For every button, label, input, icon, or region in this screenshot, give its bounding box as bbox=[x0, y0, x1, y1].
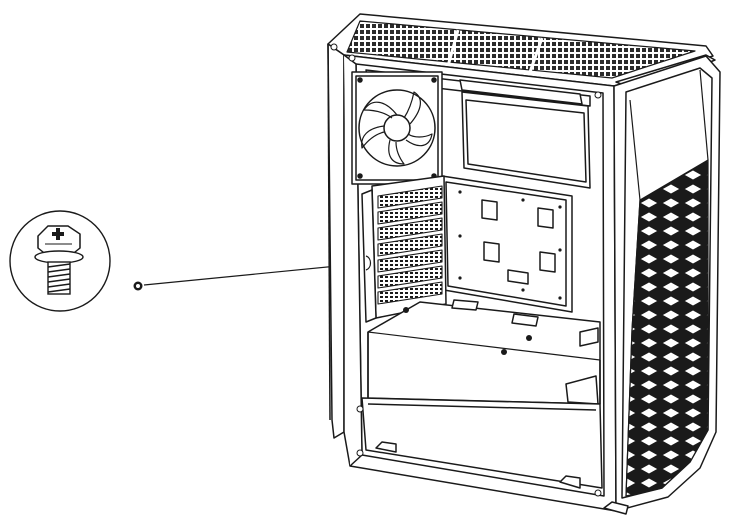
rear-fan bbox=[351, 71, 443, 185]
screw-detail-callout bbox=[9, 210, 111, 312]
psu-shroud bbox=[367, 299, 601, 405]
expansion-slots bbox=[361, 175, 447, 323]
motherboard-tray bbox=[441, 175, 573, 313]
screw-icon bbox=[34, 225, 84, 295]
screw bbox=[133, 281, 143, 291]
front-panel bbox=[613, 55, 721, 512]
pc-case bbox=[327, 13, 721, 515]
